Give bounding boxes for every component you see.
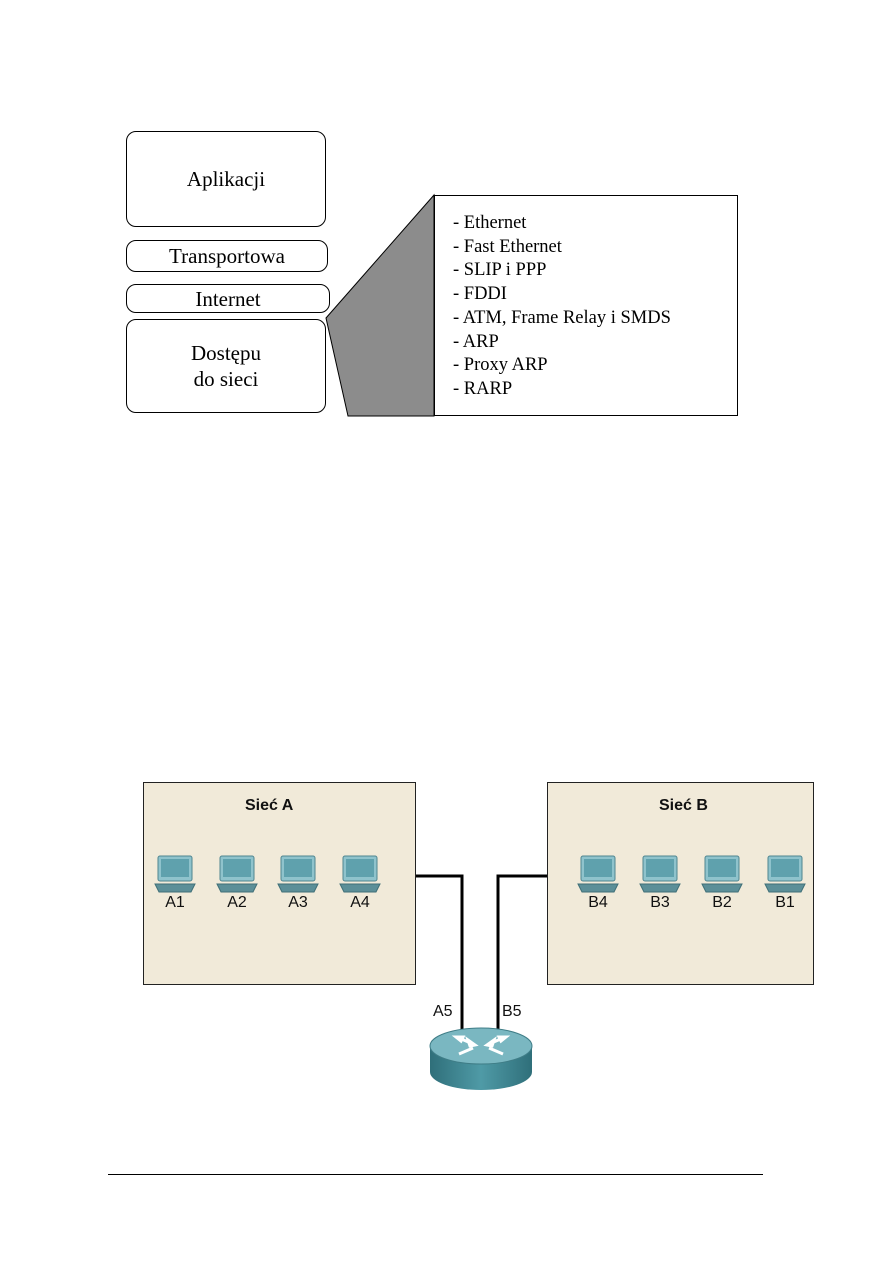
host-label: A4	[350, 894, 370, 911]
computer-icon	[764, 855, 806, 893]
network-b-title: Sieć B	[659, 797, 708, 814]
computer-icon	[577, 855, 619, 893]
protocol-item: - Proxy ARP	[453, 355, 548, 376]
computer-icon	[339, 855, 381, 893]
computer-icon	[216, 855, 258, 893]
layer-application: Aplikacji	[126, 131, 326, 227]
host-b3: B3	[638, 854, 682, 914]
host-a4: A4	[338, 854, 382, 914]
computer-icon	[639, 855, 681, 893]
host-label: B4	[588, 894, 608, 911]
computer-icon	[701, 855, 743, 893]
computer-icon	[154, 855, 196, 893]
host-b1: B1	[763, 854, 807, 914]
host-label: A1	[165, 894, 185, 911]
layer-network-access: Dostępu do sieci	[126, 319, 326, 413]
layer-transport-label: Transportowa	[169, 244, 285, 268]
host-label: A3	[288, 894, 308, 911]
protocol-list: - Ethernet - Fast Ethernet - SLIP i PPP …	[434, 195, 738, 416]
protocol-item: - Fast Ethernet	[453, 236, 562, 257]
host-a1: A1	[153, 854, 197, 914]
router-port-b5: B5	[502, 1003, 522, 1020]
protocol-item: - RARP	[453, 378, 513, 399]
layer-internet: Internet	[126, 284, 330, 313]
router-icon	[429, 1027, 533, 1090]
protocol-item: - ARP	[453, 331, 499, 352]
protocol-item: - Ethernet	[453, 213, 527, 233]
layer-network-access-line1: Dostępu	[191, 341, 261, 365]
host-a2: A2	[215, 854, 259, 914]
host-b2: B2	[700, 854, 744, 914]
layer-network-access-line2: do sieci	[193, 367, 259, 391]
protocol-item: - FDDI	[453, 284, 507, 305]
callout-wedge	[325, 193, 435, 417]
host-label: B2	[712, 894, 732, 911]
protocol-item: - SLIP i PPP	[453, 260, 547, 281]
router-port-a5: A5	[433, 1003, 453, 1020]
host-label: B1	[775, 894, 795, 911]
host-b4: B4	[576, 854, 620, 914]
layer-transport: Transportowa	[126, 240, 328, 272]
host-label: B3	[650, 894, 670, 911]
host-label: A2	[227, 894, 247, 911]
layer-internet-label: Internet	[195, 286, 261, 311]
network-a-title: Sieć A	[245, 797, 294, 814]
host-a3: A3	[276, 854, 320, 914]
computer-icon	[277, 855, 319, 893]
footer-rule	[108, 1174, 763, 1175]
protocol-item: - ATM, Frame Relay i SMDS	[453, 307, 671, 328]
layer-application-label: Aplikacji	[186, 167, 266, 191]
